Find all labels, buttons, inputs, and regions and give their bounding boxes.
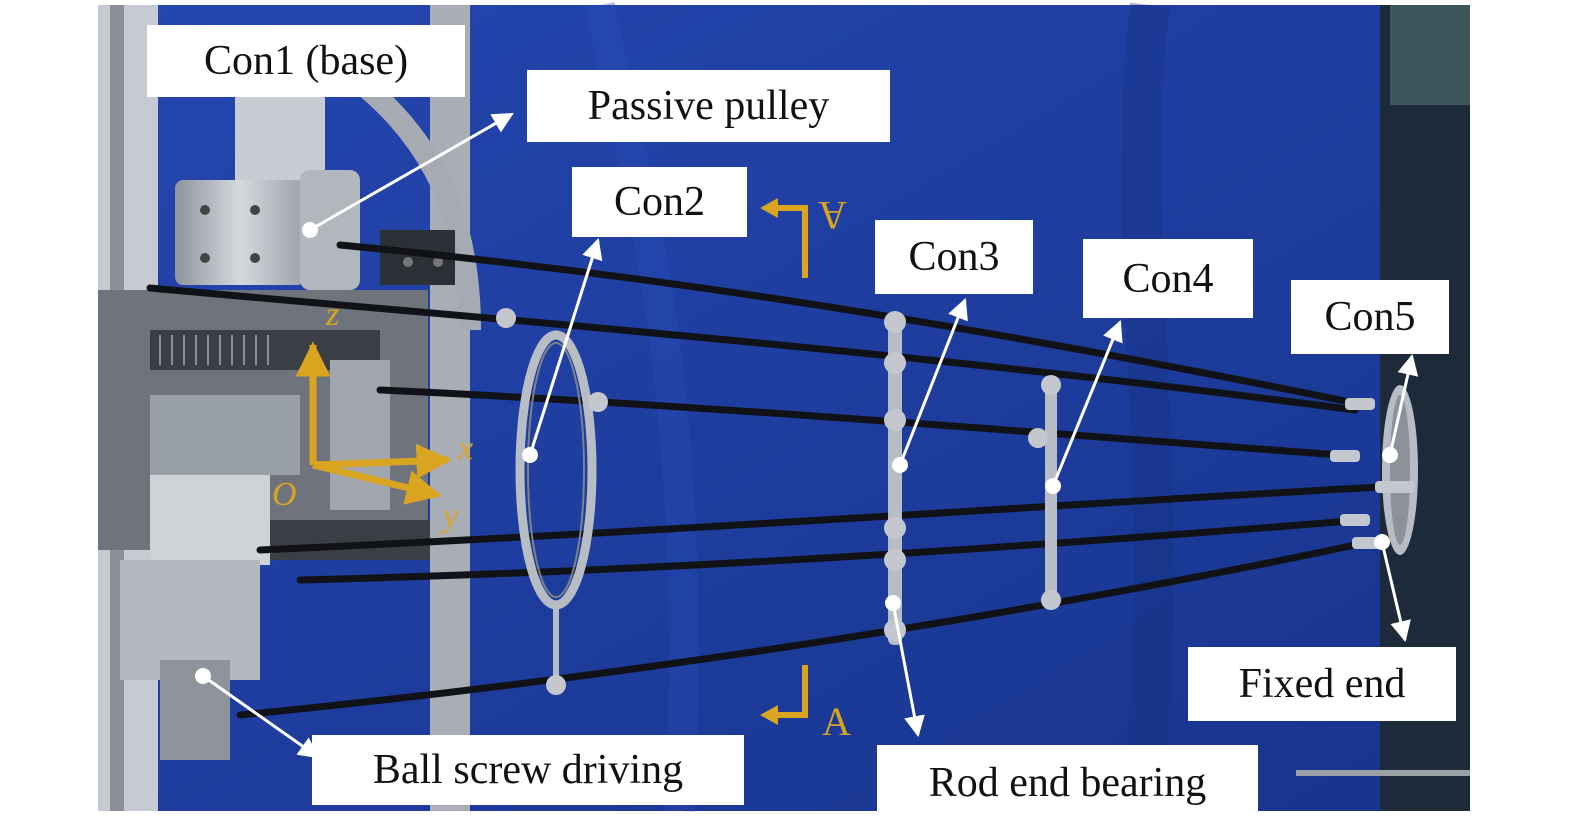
leader-con3 — [898, 298, 968, 466]
passive-pulley-assembly — [175, 95, 455, 290]
leader-rod-end-bearing — [891, 602, 925, 738]
section-mark-top — [760, 198, 808, 278]
con2-ring — [496, 308, 608, 695]
label-con4: Con4 — [1083, 239, 1253, 318]
axis-label-y: y — [443, 498, 459, 535]
con3-disc — [884, 311, 906, 645]
label-rod-end-bearing: Rod end bearing — [877, 745, 1258, 820]
leader-con5 — [1388, 353, 1419, 456]
con4-disc — [1028, 375, 1061, 610]
label-passive-pulley: Passive pulley — [527, 70, 890, 142]
label-ball-screw-driving: Ball screw driving — [312, 735, 744, 805]
section-label-top: A — [818, 193, 847, 238]
label-fixed-end: Fixed end — [1188, 647, 1456, 721]
leader-passive-pulley — [309, 112, 514, 232]
section-mark-bottom — [760, 665, 808, 725]
base-frame — [98, 5, 481, 811]
leader-ball-screw — [202, 674, 320, 759]
axis-label-x: x — [458, 430, 474, 467]
label-con1-base: Con1 (base) — [147, 25, 465, 97]
label-con2: Con2 — [572, 167, 747, 237]
driving-cables — [146, 241, 1384, 719]
axis-label-z: z — [326, 296, 340, 333]
label-con5: Con5 — [1291, 280, 1449, 354]
coordinate-frame — [295, 341, 452, 505]
leader-con4 — [1051, 320, 1123, 487]
leader-dots — [195, 222, 1398, 684]
label-con3: Con3 — [875, 220, 1033, 294]
leader-lines — [202, 112, 1419, 759]
section-label-bottom: A — [822, 699, 851, 744]
leader-fixed-end — [1380, 541, 1411, 643]
axis-label-origin: O — [272, 476, 297, 513]
leader-con2 — [528, 237, 603, 456]
